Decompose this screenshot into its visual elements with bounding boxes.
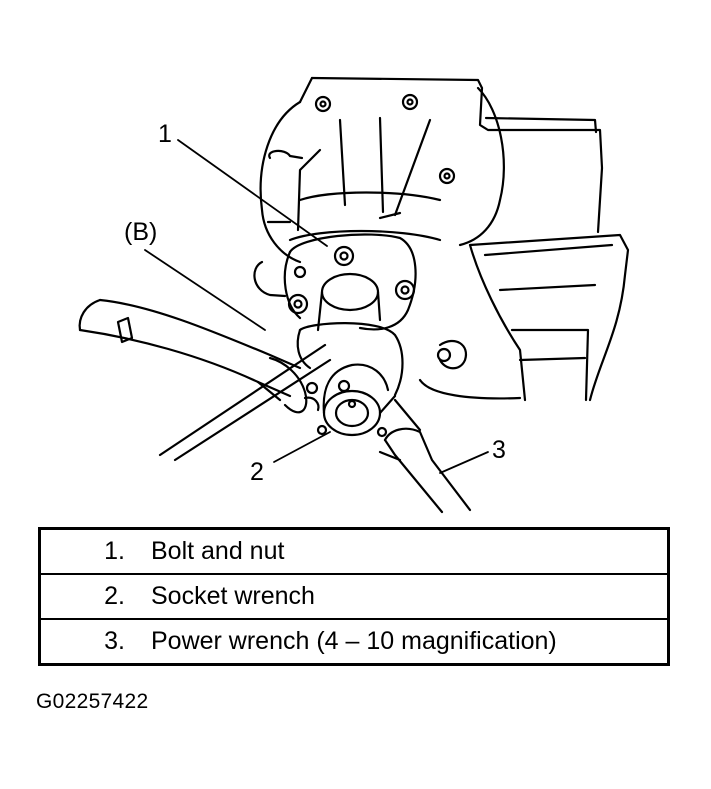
- wrench-illustration: 1 (B) 2 3: [78, 76, 630, 514]
- legend-row: 3. Power wrench (4 – 10 magnification): [39, 618, 669, 665]
- extension-bar: [158, 343, 332, 462]
- flange-yoke: [253, 233, 417, 332]
- legend-text: Power wrench (4 – 10 magnification): [125, 618, 669, 665]
- legend-text: Bolt and nut: [151, 537, 285, 565]
- socket-wrench: [78, 298, 357, 414]
- vehicle-frame: [418, 233, 630, 402]
- legend-row: 2. Socket wrench: [39, 573, 669, 619]
- power-wrench: [378, 398, 472, 514]
- callout-b: (B): [124, 218, 157, 246]
- legend-number: 2.: [39, 573, 125, 619]
- legend-table: 1. Bolt and nut 2. Socket wrench 3. Powe…: [38, 527, 670, 666]
- callout-2: 2: [250, 458, 264, 486]
- legend-number: 1.: [104, 537, 125, 565]
- callout-3: 3: [492, 436, 506, 464]
- figure-code: G02257422: [36, 690, 149, 713]
- leader-lines: [144, 139, 489, 474]
- legend-number: 3.: [39, 618, 125, 665]
- legend-text: Socket wrench: [125, 573, 669, 619]
- socket-assembly: [296, 322, 404, 438]
- legend-row: 1. Bolt and nut: [40, 529, 669, 575]
- callout-1: 1: [158, 120, 172, 148]
- transmission-housing: [259, 76, 604, 264]
